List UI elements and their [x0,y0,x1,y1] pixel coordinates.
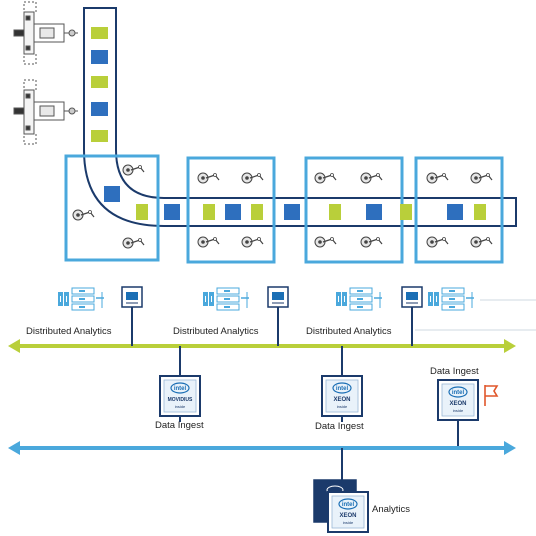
robot-arm-icon [360,172,383,184]
ingest-connectors [179,346,459,448]
edge-connectors [131,307,413,346]
chip-sub: inside [337,404,348,409]
package-green [91,130,108,142]
chip-name: MOVIDIUS [168,397,193,403]
distributed-analytics-label: Distributed Analytics [306,326,392,337]
robot-arm-icon [426,236,449,248]
robot-arm-icon [241,236,264,248]
robot-arm-icon [470,172,493,184]
server-rack-icon [202,287,250,311]
package-blue [366,204,382,220]
chip-brand: intel [174,386,187,392]
robot-arm-icon [314,172,337,184]
robot-arm-icon [122,164,145,176]
edge-node-3 [335,286,536,331]
robot-arm-icon [360,236,383,248]
package-blue [164,204,180,220]
chip-brand: intel [452,390,465,396]
package-blue [104,186,120,202]
work-cell-2 [186,156,276,264]
blue-bus [8,441,516,455]
robot-arm-icon [426,172,449,184]
package-blue [91,102,108,116]
distributed-analytics-label: Distributed Analytics [173,326,259,337]
package-green [136,204,148,220]
package-green [329,204,341,220]
package-green [474,204,486,220]
conveyor-belt [83,7,517,227]
package-green [91,27,108,39]
package-green [203,204,215,220]
package-green [251,204,263,220]
robot-arm-icon [72,209,95,221]
robot-arm-icon [470,236,493,248]
robot-arm-machine-top [13,1,78,65]
server-rack-icon [335,287,383,311]
robot-arm-icon [197,172,220,184]
package-blue [284,204,300,220]
chip-name: XEON [333,397,350,403]
data-ingest-label: Data Ingest [155,420,204,431]
edge-chip-icon [267,286,289,308]
chip-brand: intel [342,502,355,508]
analytics-label: Analytics [372,504,410,515]
packages [91,27,486,220]
package-blue [447,204,463,220]
robot-arm-icon [122,237,145,249]
movidius-chip: intel MOVIDIUS inside [159,375,201,417]
robot-arm-icons [72,164,493,249]
distributed-analytics-label: Distributed Analytics [26,326,112,337]
green-bus [8,339,516,353]
edge-chip-icon [121,286,143,308]
chip-name: XEON [449,401,466,407]
robot-arm-machine-bottom [13,79,78,145]
robot-arm-icon [197,236,220,248]
package-blue [225,204,241,220]
edge-node-2 [202,286,289,311]
work-cell-1 [64,154,160,262]
data-ingest-label: Data Ingest [430,366,479,377]
package-blue [91,50,108,64]
xeon-chip-2: intel XEON inside [437,379,479,421]
flag-icon [484,385,499,406]
package-green [91,76,108,88]
data-ingest-label: Data Ingest [315,421,364,432]
robot-arm-icon [314,236,337,248]
package-green [400,204,412,220]
edge-chip-icon [401,286,423,308]
server-rack-icon [427,287,475,311]
work-cell-4 [414,156,504,264]
chip-name: XEON [339,513,356,519]
chip-brand: intel [336,386,349,392]
server-rack-icon [57,287,105,311]
chip-sub: inside [343,520,354,525]
analytics-chip-stack: intel XEON inside [313,479,369,533]
chip-sub: inside [175,404,186,409]
edge-node-1 [57,286,143,311]
robot-arm-icon [241,172,264,184]
xeon-chip-1: intel XEON inside [321,375,363,417]
chip-sub: inside [453,408,464,413]
